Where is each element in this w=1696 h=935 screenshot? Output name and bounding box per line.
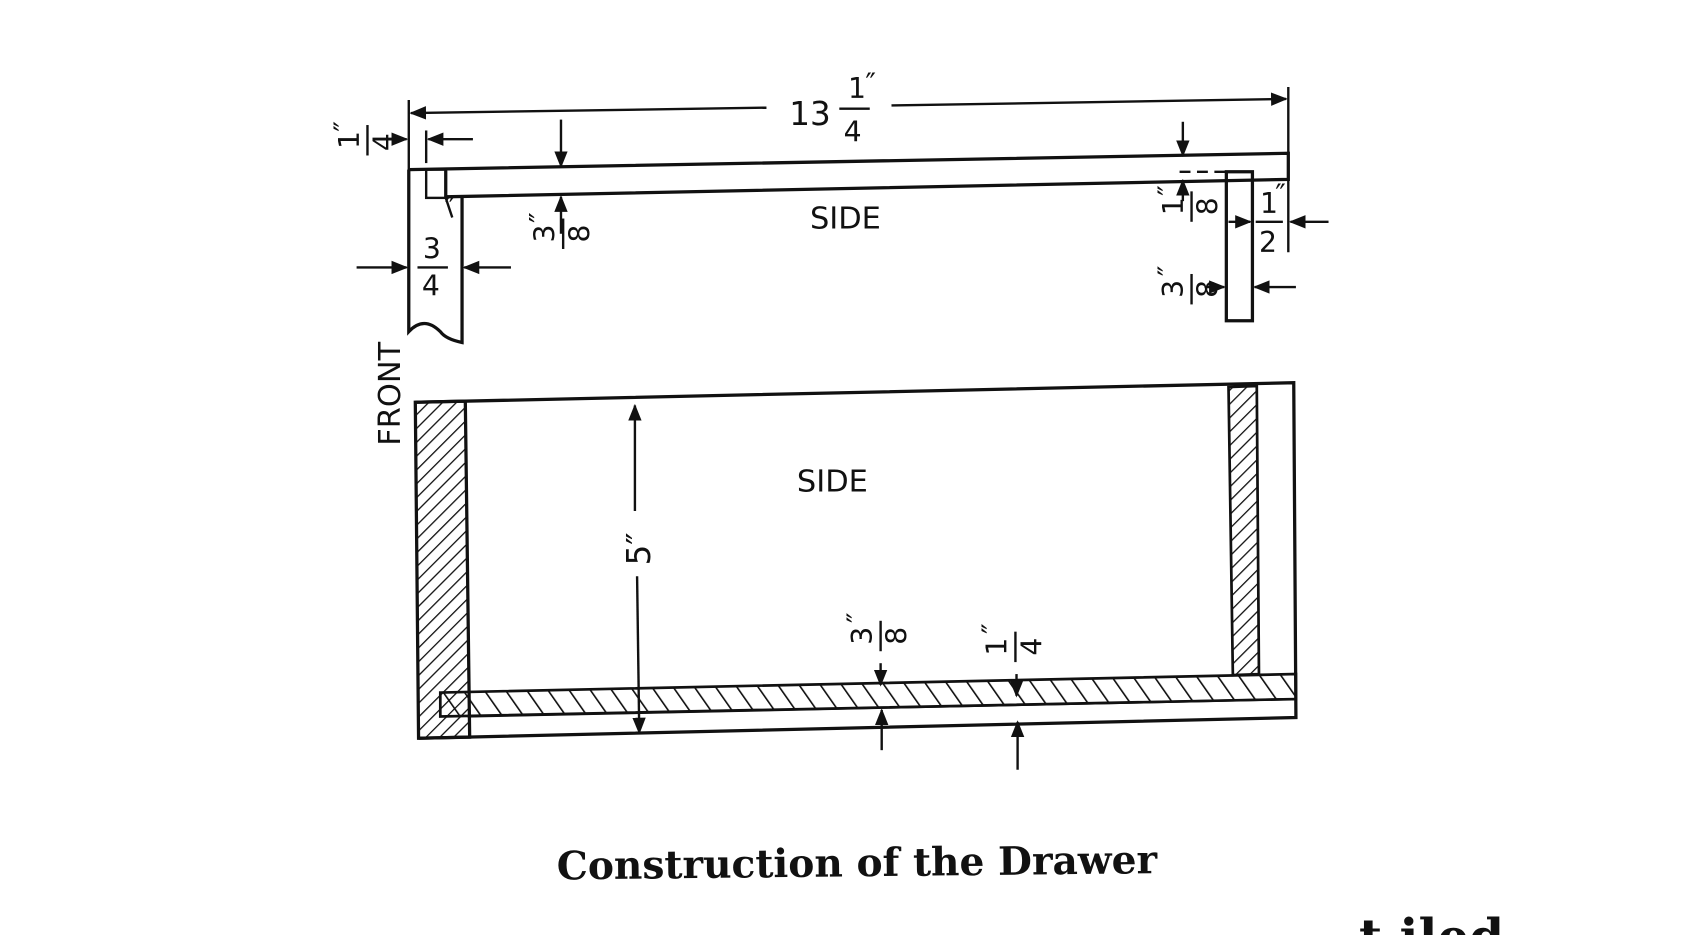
front-label: FRONT [373,341,408,445]
svg-text:3: 3 [846,627,879,645]
svg-text:3: 3 [528,224,561,242]
svg-text:″: ″ [328,121,361,132]
svg-text:4: 4 [844,115,862,148]
svg-text:8: 8 [563,224,596,242]
svg-text:4: 4 [1016,638,1049,656]
svg-text:8: 8 [881,627,914,645]
svg-text:1: 1 [981,638,1014,656]
front-section [413,399,472,740]
back-groove-label: 1 ″ 8 [1153,185,1225,222]
svg-text:″: ″ [524,212,557,223]
svg-text:8: 8 [1192,197,1225,215]
svg-text:1: 1 [1157,197,1190,215]
svg-text:3: 3 [423,233,441,266]
side-thickness-label: 3 ″ 8 [524,212,596,249]
front-piece [407,169,464,345]
front-offset-label: 1 ″ 4 [328,121,401,156]
back-thickness-label: 3 ″ 8 [1153,266,1225,305]
side-outline [415,381,1298,740]
svg-text:1: 1 [1260,187,1278,220]
svg-text:4: 4 [368,133,401,151]
svg-text:″: ″ [1275,178,1286,211]
dimension-line [891,92,1288,107]
svg-text:″: ″ [865,68,876,101]
svg-text:1: 1 [333,131,366,149]
bottom-thickness-label: 1 ″ 4 [976,623,1049,663]
svg-text:3: 3 [1157,280,1190,298]
back-piece [1224,170,1255,323]
overall-length-label: 13 1 ″ 4 [789,68,876,149]
page-text-fragment: t iled [1359,908,1504,935]
bottom-groove-label: 3 ″ 8 [842,612,914,652]
svg-text:″: ″ [976,623,1009,634]
back-section [1227,384,1261,677]
svg-text:2: 2 [1259,226,1277,259]
svg-text:1: 1 [848,72,866,105]
top-view: 13 1 ″ 4 1 ″ 4 3 ″ 8 [328,68,1329,446]
front-groove [424,168,447,200]
svg-text:4: 4 [422,270,440,303]
side-label-top: SIDE [810,201,881,236]
height-label: 5″ [620,532,658,565]
figure-caption: Construction of the Drawer [556,837,1158,889]
back-setback-label: 1 ″ 2 [1255,178,1286,259]
front-thickness-label: 3 ″ 4 [417,191,456,303]
bottom-panel [438,672,1298,718]
svg-text:″: ″ [1153,185,1186,196]
svg-text:8: 8 [1192,280,1225,298]
dimension-line [409,106,767,120]
svg-text:″: ″ [445,191,456,224]
svg-text:″: ″ [842,612,875,623]
svg-text:″: ″ [1153,266,1186,277]
svg-text:13: 13 [789,95,831,133]
side-label-section: SIDE [797,464,868,499]
side-section-view: 5″ SIDE 3 ″ 8 1 ″ 4 [413,381,1298,770]
